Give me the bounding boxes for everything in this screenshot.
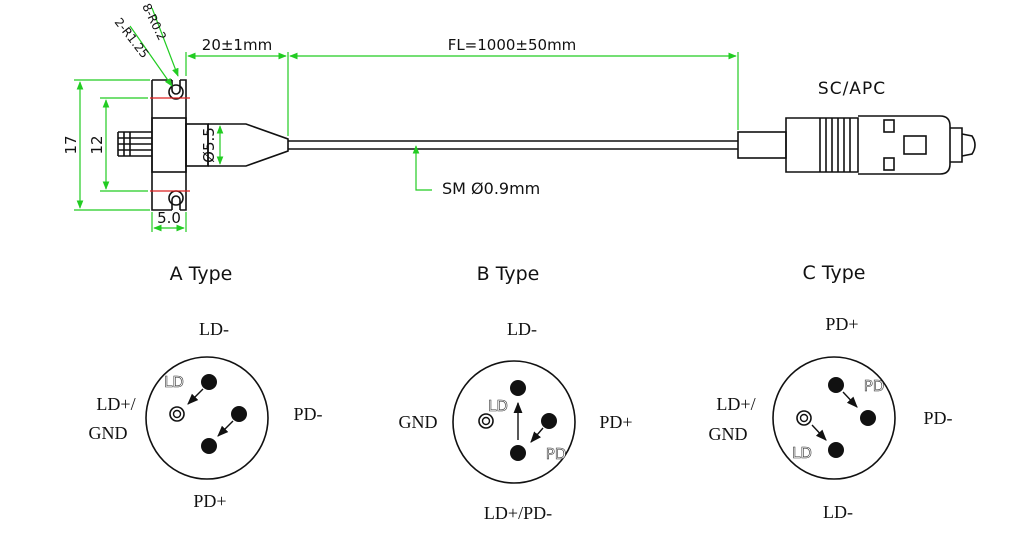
c-type-pin-ld-minus [828, 442, 844, 458]
dim-flange-radius: 8-R0.2 [139, 1, 169, 43]
dim-stub-length: 20±1mm [202, 36, 272, 54]
c-type-ld-arrow [811, 424, 827, 441]
a-type-top-label: LD- [199, 319, 229, 339]
b-type-chip-label-ld: LD [488, 397, 508, 415]
a-type-pd-arrow [217, 420, 234, 437]
b-type-pin-ld-minus [510, 380, 526, 396]
a-type-title: A Type [170, 263, 233, 285]
c-type-base-circle [772, 356, 896, 480]
c-type-pin-pd-plus [828, 377, 844, 393]
c-type-right-label: PD- [923, 408, 952, 428]
c-type-top-label: PD+ [825, 314, 858, 334]
b-type-top-label: LD- [507, 319, 537, 339]
barrel [207, 123, 289, 167]
a-type-pin-pd-plus [201, 438, 217, 454]
dim-flange-width: 5.0 [157, 209, 181, 227]
a-type-ld-arrow [187, 388, 204, 405]
b-type-pin-pd-plus [541, 413, 557, 429]
dim-fiber-length: FL=1000±50mm [448, 36, 577, 54]
a-type-pin-pd-minus [231, 406, 247, 422]
a-type-pinout: A Type LD- LD+/ GND PD- PD+ LD [89, 263, 323, 511]
a-type-chip-label-ld: LD [164, 373, 184, 391]
c-type-chip-label-pd: PD [864, 377, 885, 395]
b-type-pinout: B Type LD- GND PD+ LD+/PD- LD PD [399, 263, 633, 523]
dimension-lines [74, 7, 739, 232]
dim-hole-radius: 2-R1.25 [112, 15, 152, 61]
b-type-chip-label-pd: PD [546, 445, 567, 463]
c-type-bottom-label: LD- [823, 502, 853, 522]
dim-height-inner: 12 [88, 135, 106, 154]
b-type-base-circle [452, 360, 576, 484]
c-type-pd-arrow [842, 391, 858, 408]
b-type-pd-arrow [530, 427, 544, 443]
c-type-pinout: C Type PD+ LD+/ GND PD- LD- PD LD [709, 262, 953, 522]
center-marks [150, 97, 190, 192]
b-type-pin-common [510, 445, 526, 461]
a-type-pin-ld-minus [201, 374, 217, 390]
a-type-pin-gnd [169, 406, 185, 422]
b-type-left-label: GND [399, 412, 438, 432]
a-type-left-label-2: GND [89, 423, 128, 443]
dim-height-outer: 17 [62, 135, 80, 154]
c-type-pin-pd-minus [860, 410, 876, 426]
c-type-pin-gnd [796, 410, 812, 426]
c-type-pin-gnd-inner [799, 413, 809, 423]
c-type-left-label-1: LD+/ [716, 394, 755, 414]
sc-apc-connector [737, 115, 976, 175]
c-type-title: C Type [803, 262, 866, 284]
a-type-right-label: PD- [293, 404, 322, 424]
dim-diameter: Ø5.5 [200, 127, 218, 163]
b-type-pin-gnd-inner [481, 416, 491, 426]
a-type-pin-gnd-inner [172, 409, 182, 419]
a-type-base-circle [145, 356, 269, 480]
c-type-chip-label-ld: LD [792, 444, 812, 462]
b-type-pin-gnd [478, 413, 494, 429]
fiber-label: SM Ø0.9mm [442, 179, 540, 198]
mechanical-drawing: 20±1mm FL=1000±50mm 17 12 Ø5.5 5.0 2-R1.… [62, 1, 976, 232]
b-type-right-label: PD+ [599, 412, 632, 432]
b-type-title: B Type [477, 263, 540, 285]
a-type-bottom-label: PD+ [193, 491, 226, 511]
fiber [288, 140, 738, 150]
b-type-bottom-label: LD+/PD- [484, 503, 552, 523]
a-type-left-label-1: LD+/ [96, 394, 135, 414]
c-type-left-label-2: GND [709, 424, 748, 444]
connector-label: SC/APC [818, 79, 886, 99]
